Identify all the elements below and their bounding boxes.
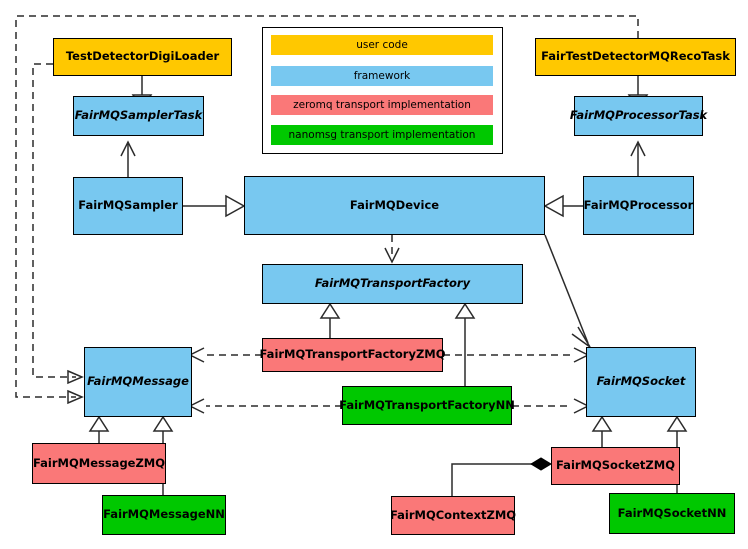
node-fairmqmessagenn[interactable]: FairMQMessageNN: [102, 495, 226, 535]
node-fairmqdevice[interactable]: FairMQDevice: [244, 176, 545, 235]
edge-digiloader-to-message: [32, 63, 76, 378]
node-fairmqcontextzmq[interactable]: FairMQContextZMQ: [390, 496, 516, 535]
legend-item-user-code: user code: [271, 35, 493, 55]
node-fairmqmessage[interactable]: FairMQMessage: [84, 347, 192, 417]
node-fairmqtransportfactoryzmq[interactable]: FairMQTransportFactoryZMQ: [260, 338, 446, 372]
edge-recotask-to-message: [15, 15, 639, 398]
node-fairmqprocessortask[interactable]: FairMQProcessorTask: [570, 96, 707, 136]
node-fairtestdetectormqrecotask[interactable]: FairTestDetectorMQRecoTask: [535, 38, 736, 76]
node-fairmqmessagezmq[interactable]: FairMQMessageZMQ: [32, 443, 166, 484]
node-fairmqsocketnn[interactable]: FairMQSocketNN: [609, 493, 735, 534]
node-fairmqprocessor[interactable]: FairMQProcessor: [583, 176, 694, 235]
node-fairmqtransportfactory[interactable]: FairMQTransportFactory: [262, 264, 523, 304]
legend-item-zeromq: zeromq transport implementation: [271, 95, 493, 115]
node-fairmqtransportfactorynn[interactable]: FairMQTransportFactoryNN: [339, 386, 515, 425]
node-fairmqsocket[interactable]: FairMQSocket: [586, 347, 696, 417]
legend-item-nanomsg: nanomsg transport implementation: [271, 125, 493, 145]
node-fairmqsamplertask[interactable]: FairMQSamplerTask: [73, 96, 204, 136]
edge-contextzmq-socketzmq: [451, 463, 532, 496]
node-fairmqsocketzmq[interactable]: FairMQSocketZMQ: [551, 447, 680, 485]
node-fairmqsampler[interactable]: FairMQSampler: [73, 177, 183, 235]
edge-device-socket: [544, 234, 589, 344]
legend-item-framework: framework: [271, 66, 493, 86]
node-testdetectordigiloader[interactable]: TestDetectorDigiLoader: [53, 38, 232, 76]
